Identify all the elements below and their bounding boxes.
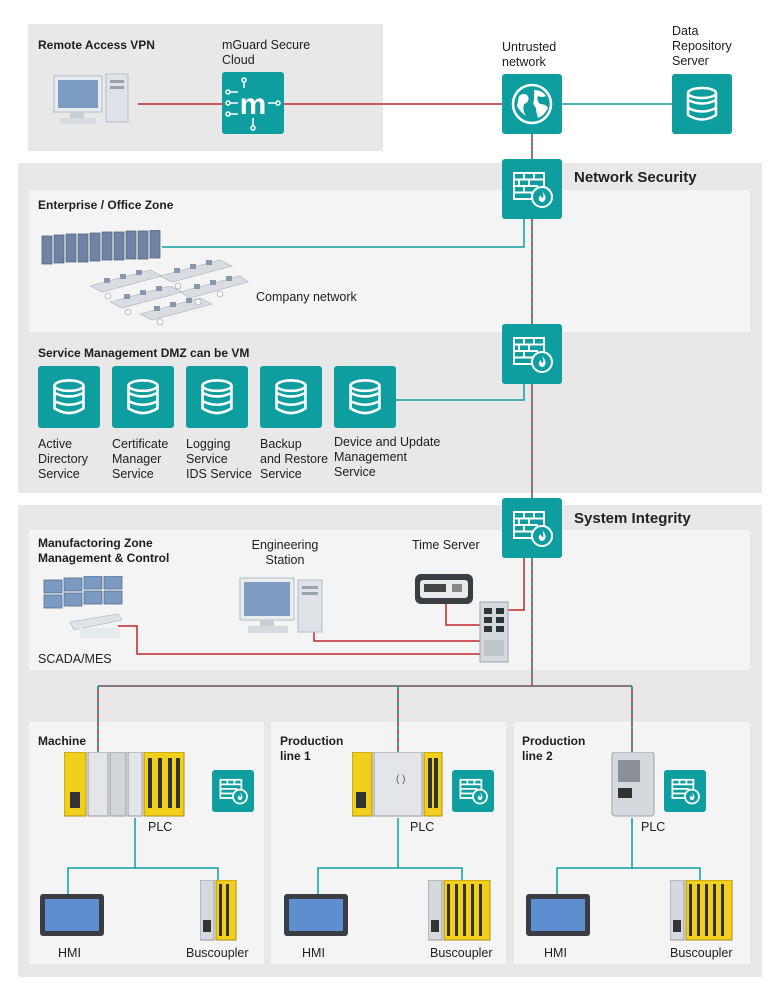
firewall-icon [513, 172, 553, 208]
production-line-2-title: Production line 2 [522, 734, 586, 763]
production-line-2-firewall-tile[interactable] [664, 770, 706, 812]
production-line-1-plc-icon: ( ) [352, 752, 443, 817]
globe-icon [511, 83, 553, 125]
production-line-1-firewall-tile[interactable] [452, 770, 494, 812]
production-line-2-plc-label: PLC [641, 820, 666, 834]
machine-hmi-icon [40, 894, 104, 936]
untrusted-network-tile[interactable] [502, 74, 562, 134]
production-line-1-buscoupler-label: Buscoupler [430, 946, 493, 960]
company-network-label: Company network [256, 290, 357, 304]
database-icon [349, 379, 381, 415]
office-desks-icon [89, 259, 249, 326]
svg-text:( ): ( ) [396, 774, 405, 785]
svg-text:m: m [240, 88, 267, 121]
scada-monitors-icon [43, 576, 123, 638]
certificate-manager-label: Certificate Manager Service [112, 437, 169, 481]
untrusted-network-label: Untrusted network [502, 40, 557, 69]
production-line-1-hmi-label: HMI [302, 946, 325, 960]
firewall-icon [219, 778, 248, 805]
firewall-icon [671, 778, 700, 805]
data-repository-tile[interactable] [672, 74, 732, 134]
manufacturing-zone-title: Manufactoring Zone Management & Control [38, 536, 170, 565]
machine-buscoupler-label: Buscoupler [186, 946, 249, 960]
dmz-title: Service Management DMZ can be VM [38, 346, 250, 360]
certificate-manager-tile[interactable] [112, 366, 174, 428]
network-switch-icon [479, 601, 509, 663]
manufacturing-zone-panel [29, 530, 750, 670]
logging-service-tile[interactable] [186, 366, 248, 428]
enterprise-zone-panel [29, 190, 750, 332]
time-server-label: Time Server [412, 538, 480, 552]
system-integrity-firewall-tile[interactable] [502, 498, 562, 558]
production-line-2-plc-icon [611, 752, 655, 817]
enterprise-zone-title: Enterprise / Office Zone [38, 198, 174, 212]
backup-restore-label: Backup and Restore Service [260, 437, 329, 481]
dmz-firewall-tile[interactable] [502, 324, 562, 384]
network-security-firewall-tile[interactable] [502, 159, 562, 219]
production-line-2-buscoupler-icon [670, 880, 733, 941]
production-line-1-title: Production line 1 [280, 734, 344, 763]
production-line-1-hmi-icon [284, 894, 348, 936]
database-icon [53, 379, 85, 415]
production-line-2-hmi-icon [526, 894, 590, 936]
machine-plc-label: PLC [148, 820, 173, 834]
time-server-icon [415, 574, 473, 604]
system-integrity-title: System Integrity [574, 510, 691, 527]
device-update-management-label: Device and Update Management Service [334, 435, 441, 479]
scada-mes-label: SCADA/MES [38, 652, 112, 666]
active-directory-tile[interactable] [38, 366, 100, 428]
data-repository-label: Data Repository Server [672, 24, 732, 68]
engineering-station-label: Engineering Station [251, 538, 319, 567]
machine-hmi-label: HMI [58, 946, 81, 960]
server-rack-icon [41, 230, 161, 265]
production-line-2-buscoupler-label: Buscoupler [670, 946, 733, 960]
mguard-cloud-tile[interactable]: m [222, 72, 284, 134]
logging-service-label: Logging Service IDS Service [186, 437, 252, 481]
database-icon [275, 379, 307, 415]
production-line-2-hmi-label: HMI [544, 946, 567, 960]
database-icon [201, 379, 233, 415]
machine-buscoupler-icon [200, 880, 237, 941]
mguard-label: mGuard Secure Cloud [222, 38, 311, 67]
remote-access-title: Remote Access VPN [38, 38, 155, 52]
machine-plc-icon [64, 752, 185, 817]
firewall-icon [459, 778, 488, 805]
engineering-station-icon [239, 577, 323, 633]
production-line-1-plc-label: PLC [410, 820, 435, 834]
remote-pc-icon [53, 73, 129, 124]
machine-firewall-tile[interactable] [212, 770, 254, 812]
backup-restore-tile[interactable] [260, 366, 322, 428]
production-line-1-buscoupler-icon [428, 880, 491, 941]
network-security-title: Network Security [574, 169, 697, 186]
database-icon [127, 379, 159, 415]
machine-title: Machine [38, 734, 87, 748]
device-update-management-tile[interactable] [334, 366, 396, 428]
active-directory-label: Active Directory Service [38, 437, 89, 481]
database-icon [686, 86, 718, 121]
mguard-cloud-icon: m [225, 77, 281, 131]
firewall-icon [513, 511, 553, 547]
firewall-icon [513, 337, 553, 373]
